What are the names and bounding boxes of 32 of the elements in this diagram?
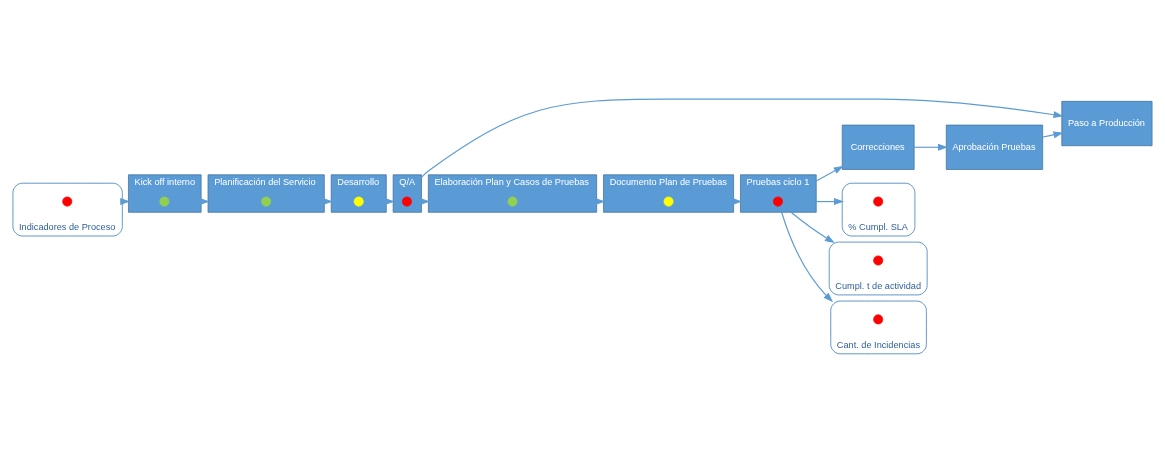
cluster: Documento Plan de Pruebas — [603, 174, 734, 213]
arrow — [1042, 131, 1064, 139]
node-circle — [159, 196, 170, 207]
cluster: Elaboración Plan y Casos de Pruebas — [427, 174, 598, 213]
cluster: Desarrollo — [330, 174, 387, 213]
node-circle — [353, 196, 364, 207]
cluster: Cumpl. t de actividad — [828, 241, 928, 296]
node-circle — [873, 255, 884, 266]
node-circle — [62, 196, 73, 207]
arrow — [790, 211, 835, 243]
cluster: Indicadores de Proceso — [12, 182, 123, 237]
cluster: Q/A — [392, 174, 422, 213]
cluster: Pruebas ciclo 1 — [740, 174, 817, 213]
arrow — [815, 198, 844, 206]
cluster: Planificación del Servicio — [207, 174, 325, 213]
arrow — [420, 98, 1064, 179]
node-box: Correcciones — [841, 124, 915, 170]
arrow — [913, 143, 948, 151]
cluster: Cant. de Incidencias — [830, 300, 927, 355]
node-box: Paso a Producción — [1061, 100, 1153, 147]
node-circle — [507, 196, 518, 207]
node-circle — [261, 196, 272, 207]
node-circle — [401, 196, 412, 207]
node-circle — [873, 196, 884, 207]
cluster: % Cumpl. SLA — [841, 182, 916, 237]
node-circle — [773, 196, 783, 207]
node-circle — [873, 314, 884, 325]
node-circle — [663, 196, 674, 207]
cluster: Kick off interno — [128, 174, 202, 213]
arrow — [815, 165, 844, 182]
node-box: Aprobación Pruebas — [945, 124, 1044, 170]
arrow — [781, 211, 834, 303]
